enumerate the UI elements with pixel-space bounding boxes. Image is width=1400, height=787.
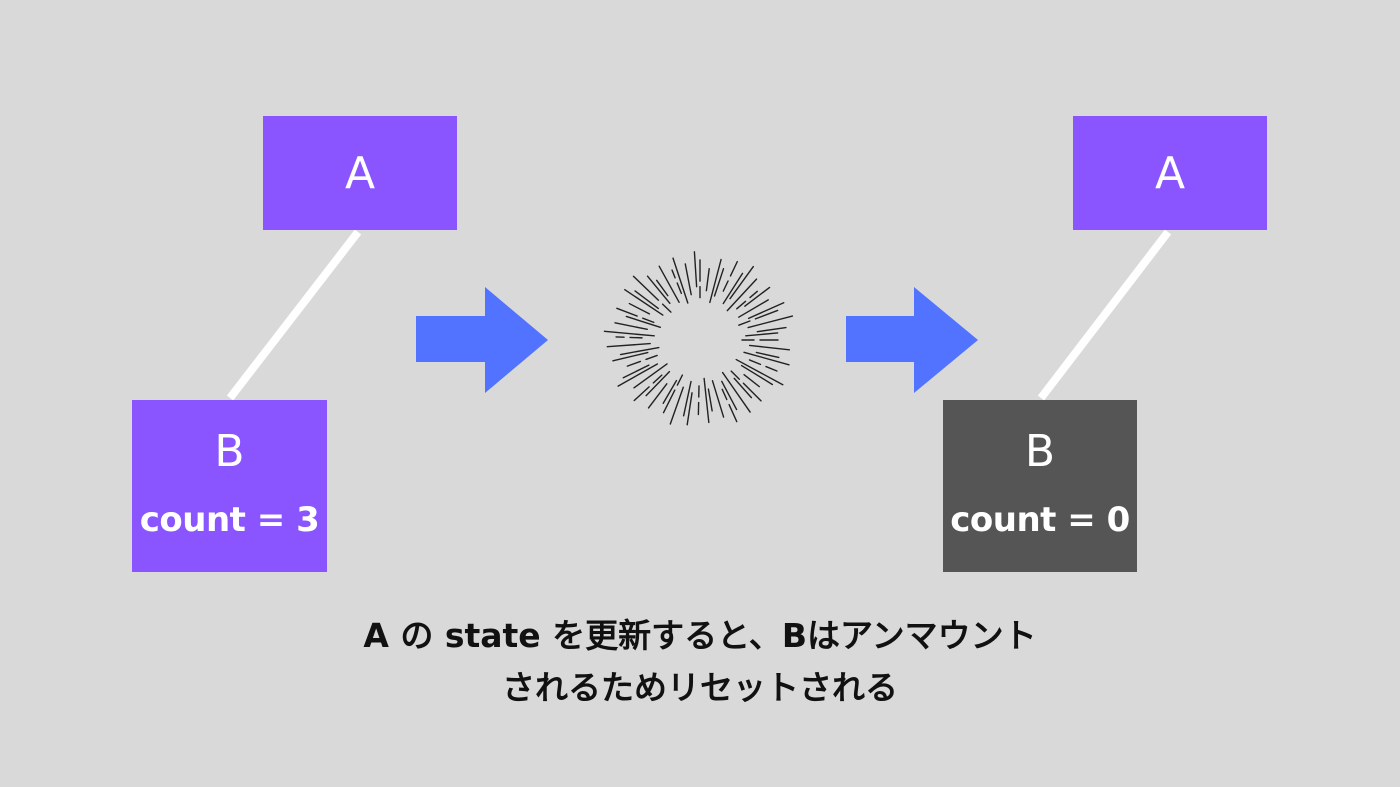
node-a-label: A xyxy=(344,148,376,199)
node-b-after: B count = 0 xyxy=(943,400,1137,572)
burst-ray xyxy=(707,388,713,412)
burst-ray xyxy=(647,383,668,409)
burst-ray xyxy=(711,380,725,418)
burst-ray xyxy=(733,377,753,399)
burst-ray xyxy=(652,374,663,384)
burst-ray xyxy=(765,365,778,372)
burst-ray xyxy=(645,354,658,361)
burst-ray xyxy=(625,315,662,329)
burst-ray xyxy=(672,257,689,304)
burst-ray xyxy=(658,265,680,303)
burst-ray xyxy=(655,279,669,297)
burst-ray xyxy=(662,389,676,414)
right-arrow-icon xyxy=(846,287,978,393)
burst-ray xyxy=(749,290,759,299)
burst-ray xyxy=(736,300,747,310)
burst-ray xyxy=(624,288,664,316)
node-b-label: B xyxy=(214,426,245,477)
burst-ray xyxy=(730,370,741,380)
node-b-label: B xyxy=(1024,426,1056,477)
node-b-count: count = 3 xyxy=(139,500,320,540)
burst-ray xyxy=(740,364,774,386)
burst-ray xyxy=(634,290,659,310)
node-b-count: count = 0 xyxy=(950,500,1130,540)
burst-ray xyxy=(633,363,668,389)
burst-ray xyxy=(693,251,698,288)
caption-line-1: A の state を更新すると、Bはアンマウント xyxy=(363,616,1037,655)
burst-ray xyxy=(722,280,729,292)
burst-ray xyxy=(721,388,728,401)
burst-ray xyxy=(612,351,649,362)
burst-ray xyxy=(726,278,758,312)
burst-ray xyxy=(738,299,769,318)
node-a-before: A xyxy=(263,116,457,230)
burst-ray xyxy=(709,258,722,304)
burst-ray xyxy=(628,302,651,315)
burst-ray xyxy=(747,302,785,320)
burst-ray xyxy=(626,360,642,367)
burst-ray xyxy=(633,386,650,402)
burst-ray xyxy=(676,374,684,386)
burst-ray xyxy=(642,317,655,324)
burst-ray xyxy=(748,344,791,351)
node-a-label: A xyxy=(1154,148,1186,199)
burst-ray xyxy=(686,392,693,426)
burst-ray xyxy=(728,403,738,423)
node-a-after: A xyxy=(1073,116,1267,230)
burst-icon xyxy=(603,251,794,426)
connector-before xyxy=(226,229,362,401)
burst-ray xyxy=(676,282,683,295)
burst-ray xyxy=(743,351,790,366)
burst-ray xyxy=(662,379,678,404)
burst-ray xyxy=(744,286,771,307)
burst-ray xyxy=(756,326,787,333)
burst-ray xyxy=(616,307,638,317)
burst-ray xyxy=(614,322,648,331)
caption-line-2: されるためリセットされる xyxy=(502,668,898,707)
burst-ray xyxy=(646,275,671,305)
burst-ray xyxy=(622,364,650,379)
burst-ray xyxy=(671,269,676,279)
burst-ray xyxy=(703,377,710,424)
connector-after xyxy=(1037,229,1172,401)
burst-ray xyxy=(735,358,784,386)
burst-ray xyxy=(748,359,762,366)
burst-ray xyxy=(713,267,725,297)
burst-ray xyxy=(729,265,755,300)
burst-ray xyxy=(745,332,779,337)
burst-ray xyxy=(721,371,751,413)
burst-ray xyxy=(682,380,692,417)
burst-ray xyxy=(705,268,710,292)
burst-ray xyxy=(743,373,760,388)
burst-ray xyxy=(619,346,660,356)
burst-ray xyxy=(722,272,744,305)
burst-ray xyxy=(729,260,739,277)
burst-ray xyxy=(738,320,751,326)
burst-ray xyxy=(669,386,684,425)
burst-ray xyxy=(755,351,780,359)
burst-ray xyxy=(754,309,779,320)
node-b-before: B count = 3 xyxy=(132,400,327,572)
burst-ray xyxy=(742,382,762,402)
burst-ray xyxy=(747,315,794,329)
right-arrow-icon xyxy=(416,287,548,393)
burst-ray xyxy=(661,303,672,313)
burst-ray xyxy=(684,263,692,296)
caption: A の state を更新すると、Bはアンマウント されるためリセットされる xyxy=(0,610,1400,714)
burst-ray xyxy=(721,380,738,411)
burst-ray xyxy=(645,370,671,397)
burst-ray xyxy=(617,363,659,387)
burst-ray xyxy=(603,330,655,337)
burst-ray xyxy=(632,275,660,301)
burst-ray xyxy=(606,342,651,348)
